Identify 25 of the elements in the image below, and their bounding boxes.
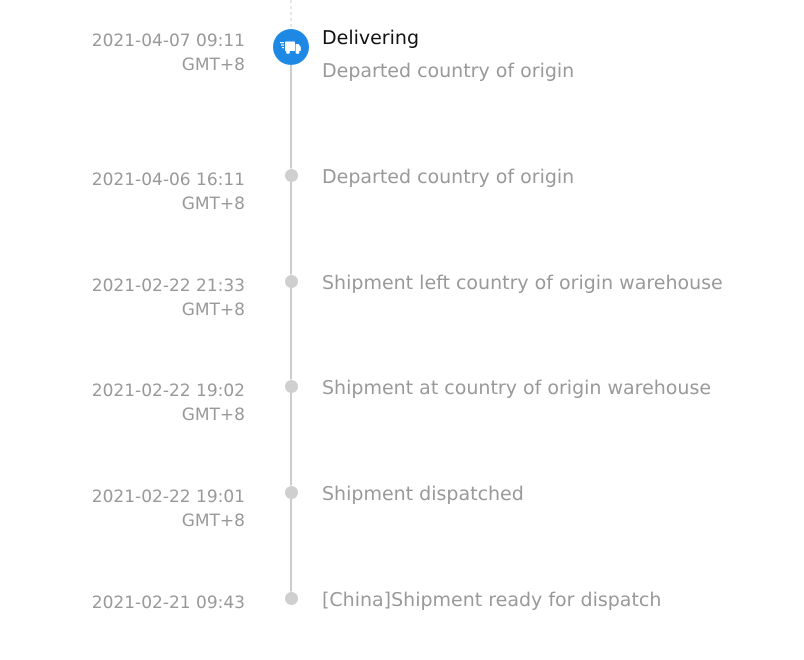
timestamp: 2021-04-06 16:11 GMT+8 [90, 169, 245, 216]
timeline-line [290, 288, 292, 380]
timeline-dot-icon [284, 274, 298, 288]
timestamp: 2021-04-07 09:11 GMT+8 [90, 30, 245, 77]
timeline-dot-icon [284, 486, 298, 498]
timeline-dot-icon [284, 380, 298, 392]
timeline-dot-icon [284, 168, 298, 182]
status-title: Delivering [322, 26, 420, 50]
event-description: Shipment left country of origin warehouse [322, 271, 724, 295]
timeline-line [290, 392, 292, 486]
timestamp: 2021-02-22 19:01 GMT+8 [90, 486, 245, 533]
event-description: Shipment dispatched [322, 482, 525, 506]
timeline-line [290, 182, 292, 274]
event-description: [China]Shipment ready for dispatch [322, 588, 662, 612]
event-description: Departed country of origin [322, 165, 576, 189]
timestamp: 2021-02-21 09:43 [90, 592, 245, 615]
event-description: Shipment at country of origin warehouse [322, 376, 712, 400]
timestamp: 2021-02-22 21:33 GMT+8 [90, 275, 245, 322]
timeline-dot-icon [284, 592, 298, 604]
timestamp: 2021-02-22 19:02 GMT+8 [90, 380, 245, 427]
event-description: Departed country of origin [322, 59, 576, 83]
timeline-line [290, 65, 292, 168]
dashed-timeline-line [290, 0, 292, 30]
timeline-line [290, 498, 292, 592]
truck-icon [273, 29, 309, 65]
